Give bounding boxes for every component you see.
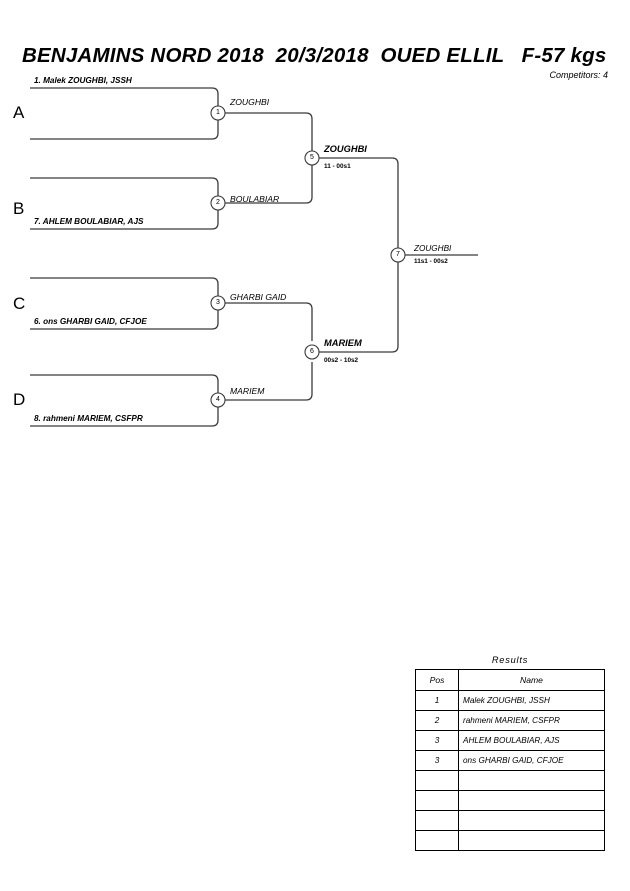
table-row: 3 AHLEM BOULABIAR, AJS [415, 730, 605, 751]
match-number-4: 4 [216, 396, 220, 403]
competitors-count: Competitors: 4 [549, 70, 608, 80]
results-table: Pos Name 1 Malek ZOUGHBI, JSSH 2 rahmeni… [415, 669, 605, 851]
match-score-5: 11 - 00s1 [324, 163, 351, 170]
bracket-lines [30, 87, 478, 427]
match-score-6: 00s2 - 10s2 [324, 357, 359, 364]
table-row [415, 790, 605, 811]
result-pos [415, 770, 459, 791]
results-col-pos: Pos [415, 669, 459, 691]
result-pos: 2 [415, 710, 459, 731]
entrant-name-a: 1. Malek ZOUGHBI, JSSH [34, 76, 132, 85]
page-title: BENJAMINS NORD 2018 20/3/2018 OUED ELLIL… [22, 44, 607, 67]
result-pos: 3 [415, 730, 459, 751]
table-row [415, 830, 605, 851]
results-title: Results [491, 655, 529, 665]
results-col-name: Name [458, 669, 605, 691]
match-number-3: 3 [216, 299, 220, 306]
match-number-2: 2 [216, 199, 220, 206]
result-pos [415, 830, 459, 851]
match-score-7: 11s1 - 00s2 [414, 258, 448, 265]
match-winner-2: BOULABIAR [230, 194, 280, 204]
match-number-1: 1 [216, 109, 220, 116]
result-name: ons GHARBI GAID, CFJOE [458, 750, 605, 771]
result-pos [415, 790, 459, 811]
match-number-7: 7 [396, 251, 400, 258]
results-body: 1 Malek ZOUGHBI, JSSH 2 rahmeni MARIEM, … [415, 690, 605, 851]
match-winner-6: MARIEM [324, 338, 362, 348]
results-header-row: Pos Name [415, 669, 605, 691]
result-name [458, 810, 605, 831]
match-winner-3: GHARBI GAID [230, 292, 287, 302]
group-letter-c: C [13, 294, 26, 313]
entrant-name-c: 6. ons GHARBI GAID, CFJOE [34, 317, 147, 326]
table-row: 1 Malek ZOUGHBI, JSSH [415, 690, 605, 711]
match-winner-4: MARIEM [230, 386, 265, 396]
result-name: AHLEM BOULABIAR, AJS [458, 730, 605, 751]
table-row [415, 770, 605, 791]
entrant-name-b: 7. AHLEM BOULABIAR, AJS [34, 217, 144, 226]
group-letter-b: B [13, 199, 25, 218]
match-winner-7: ZOUGHBI [414, 244, 452, 253]
match-number-6: 6 [310, 348, 314, 355]
result-name [458, 830, 605, 851]
result-pos: 3 [415, 750, 459, 771]
results-block: Results Pos Name 1 Malek ZOUGHBI, JSSH 2… [415, 655, 605, 851]
table-row [415, 810, 605, 831]
result-name [458, 790, 605, 811]
result-pos: 1 [415, 690, 459, 711]
table-row: 2 rahmeni MARIEM, CSFPR [415, 710, 605, 731]
match-winner-5: ZOUGHBI [324, 144, 367, 154]
result-name [458, 770, 605, 791]
match-number-5: 5 [310, 154, 314, 161]
match-winner-1: ZOUGHBI [230, 97, 270, 107]
group-letter-d: D [13, 390, 26, 409]
entrant-name-d: 8. rahmeni MARIEM, CSFPR [34, 414, 143, 423]
group-letter-a: A [13, 103, 25, 122]
result-name: Malek ZOUGHBI, JSSH [458, 690, 605, 711]
result-name: rahmeni MARIEM, CSFPR [458, 710, 605, 731]
table-row: 3 ons GHARBI GAID, CFJOE [415, 750, 605, 771]
result-pos [415, 810, 459, 831]
